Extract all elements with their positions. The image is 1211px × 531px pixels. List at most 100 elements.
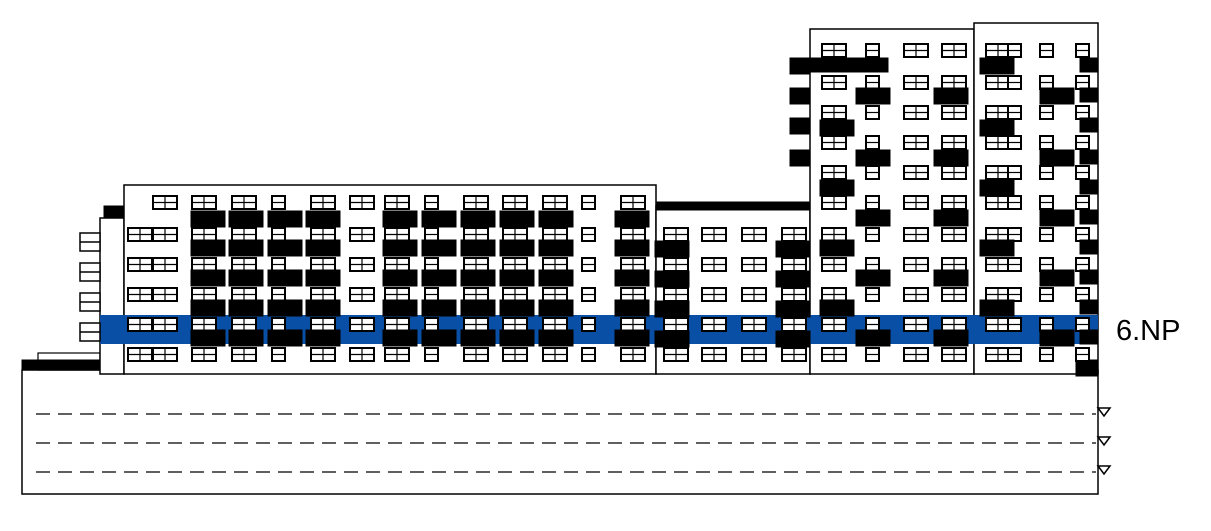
balcony: [933, 209, 969, 227]
balcony: [654, 270, 690, 288]
balcony: [654, 300, 690, 318]
balcony: [305, 269, 341, 287]
balcony: [305, 329, 341, 347]
balcony: [614, 239, 650, 257]
balcony: [933, 269, 969, 287]
balcony: [499, 269, 535, 287]
balcony: [1039, 87, 1075, 105]
tower-foot: [1075, 359, 1099, 377]
balcony: [855, 209, 891, 227]
balcony: [538, 329, 574, 347]
balcony: [190, 299, 226, 317]
balcony: [819, 239, 855, 257]
balcony: [979, 119, 1015, 137]
balcony: [421, 269, 457, 287]
balcony: [1039, 329, 1075, 347]
balcony: [614, 299, 650, 317]
balcony: [499, 329, 535, 347]
balcony: [775, 300, 811, 318]
low-annex-slab: [21, 359, 101, 371]
floor-level-label: 6.NP: [1116, 315, 1181, 347]
balcony: [382, 239, 418, 257]
stair-block-cap: [103, 205, 125, 219]
balcony: [228, 210, 264, 228]
balcony: [1039, 209, 1075, 227]
balcony: [382, 210, 418, 228]
balcony: [460, 210, 496, 228]
balcony: [460, 329, 496, 347]
windows-layer: [127, 43, 1090, 362]
middle-wing-parapet: [655, 201, 811, 211]
tower-edge-balcony: [1079, 117, 1099, 133]
tower-edge-balcony: [1079, 329, 1099, 345]
balcony: [190, 269, 226, 287]
balcony: [538, 269, 574, 287]
balcony: [267, 269, 303, 287]
basement-outline: [21, 369, 1099, 495]
balcony: [819, 119, 855, 137]
level-marker-triangle: [1096, 407, 1112, 418]
balcony: [267, 299, 303, 317]
level-marker-triangle: [1096, 465, 1112, 476]
tower-roof-balcony: [789, 57, 889, 73]
tower-edge-balcony: [1079, 57, 1099, 73]
balcony: [421, 210, 457, 228]
balcony: [979, 57, 1015, 75]
balcony: [305, 299, 341, 317]
balcony: [855, 329, 891, 347]
balcony: [775, 270, 811, 288]
balcony: [421, 329, 457, 347]
stair-block: [99, 217, 125, 375]
balcony: [538, 239, 574, 257]
tower-edge-balcony: [1079, 299, 1099, 315]
balcony: [979, 239, 1015, 257]
tower-edge-balcony: [1079, 209, 1099, 225]
balcony: [614, 329, 650, 347]
balcony: [1039, 149, 1075, 167]
balcony: [305, 239, 341, 257]
balconies-layer: [79, 57, 1099, 348]
balcony: [819, 299, 855, 317]
highlight-band: [100, 315, 1098, 344]
balcony: [819, 179, 855, 197]
balcony: [460, 299, 496, 317]
balcony: [267, 210, 303, 228]
balcony: [382, 329, 418, 347]
balcony: [228, 299, 264, 317]
balcony: [190, 329, 226, 347]
balcony: [933, 87, 969, 105]
balcony: [538, 210, 574, 228]
balcony: [499, 299, 535, 317]
tower-side-balcony: [789, 87, 811, 105]
tower-edge-balcony: [1079, 87, 1099, 103]
level-markers: [1096, 407, 1112, 476]
balcony: [855, 269, 891, 287]
balcony: [1039, 269, 1075, 287]
balcony: [460, 239, 496, 257]
balcony: [421, 239, 457, 257]
balcony: [775, 330, 811, 348]
balcony: [855, 87, 891, 105]
balcony: [654, 330, 690, 348]
balcony: [933, 149, 969, 167]
basement-block: [21, 352, 1099, 495]
tower-edge-balcony: [1079, 149, 1099, 165]
tower-edge-balcony: [1079, 269, 1099, 285]
tower-edge-balcony: [1079, 179, 1099, 195]
tower-side-balcony: [789, 149, 811, 167]
balcony: [267, 239, 303, 257]
balcony: [382, 299, 418, 317]
balcony: [499, 210, 535, 228]
balcony: [614, 210, 650, 228]
balcony: [979, 179, 1015, 197]
balcony: [267, 329, 303, 347]
tower-side-balcony: [789, 117, 811, 135]
balcony: [228, 329, 264, 347]
balcony: [855, 149, 891, 167]
floor-highlight-band: [100, 315, 1098, 344]
balcony: [460, 269, 496, 287]
balcony: [382, 269, 418, 287]
balcony: [421, 299, 457, 317]
balcony: [933, 329, 969, 347]
